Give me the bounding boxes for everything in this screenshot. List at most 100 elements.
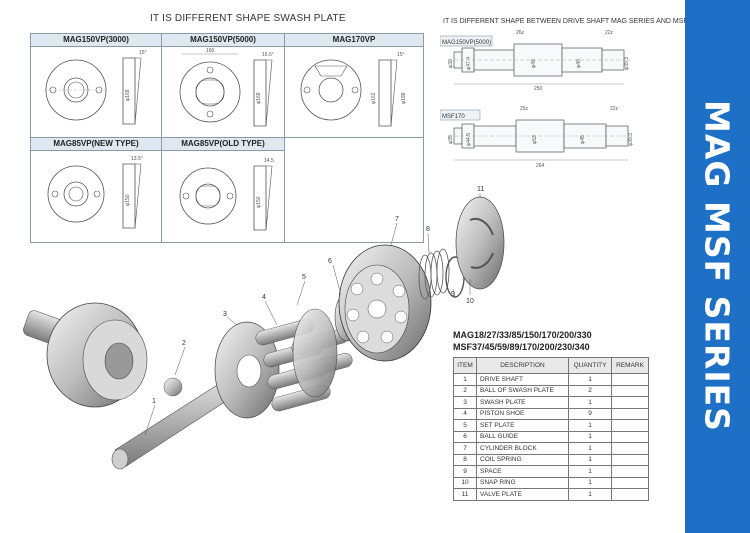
callout-7: 7 xyxy=(395,216,399,223)
callout-10: 10 xyxy=(466,298,474,305)
shaft-mag-d1: φ30 xyxy=(448,59,454,68)
swash-plate-title: IT IS DIFFERENT SHAPE SWASH PLATE xyxy=(150,13,346,24)
shaft-mag-spline-right: 22z xyxy=(605,30,614,36)
valve-plate-image xyxy=(455,196,505,290)
swash-cell-1: MAG150VP(3000) 15° φ168 xyxy=(31,34,162,138)
quantity-cell: 1 xyxy=(568,430,612,443)
callout-4: 4 xyxy=(262,294,266,301)
swash-dia-1: φ168 xyxy=(125,89,131,101)
swash-plate-drawing-1: 15° φ168 xyxy=(44,50,147,125)
swash-plate-drawing-2: 160 16.5° φ168 xyxy=(179,48,274,127)
col-quantity: QUANTITY xyxy=(568,357,612,374)
item-cell: 11 xyxy=(453,488,477,501)
shaft-msf-d5: φ39.3 xyxy=(628,133,634,146)
remark-cell xyxy=(611,407,649,420)
swash-cell-4: MAG85VP(NEW TYPE) 13.5° φ150 xyxy=(31,138,162,242)
item-cell: 3 xyxy=(453,396,477,409)
shaft-mag-d2: φ47.4 xyxy=(466,57,472,70)
swash-cell-4-title: MAG85VP(NEW TYPE) xyxy=(31,138,161,151)
callout-8: 8 xyxy=(426,226,430,233)
quantity-cell: 1 xyxy=(568,453,612,466)
shaft-msf-d3: φ53 xyxy=(532,135,538,144)
shaft-mag-spline-left: 26z xyxy=(516,30,525,36)
set-plate-image xyxy=(292,308,338,398)
quantity-cell: 1 xyxy=(568,465,612,478)
item-cell: 2 xyxy=(453,384,477,397)
cylinder-block-image xyxy=(338,244,432,362)
remark-cell xyxy=(611,384,649,397)
description-cell: SNAP RING xyxy=(476,476,569,489)
swash-angle-3: 15° xyxy=(397,52,405,58)
swash-angle-4: 13.5° xyxy=(131,156,143,162)
callout-1: 1 xyxy=(152,398,156,405)
description-cell: CYLINDER BLOCK xyxy=(476,442,569,455)
swash-cell-5-title: MAG85VP(OLD TYPE) xyxy=(162,138,284,151)
swash-cell-1-title: MAG150VP(3000) xyxy=(31,34,161,47)
item-cell: 10 xyxy=(453,476,477,489)
quantity-cell: 1 xyxy=(568,476,612,489)
drive-shaft-drawings: MAG150VP(5000) 26z 22z φ30 φ47.4 φ49 φ40… xyxy=(440,30,634,169)
remark-cell xyxy=(611,430,649,443)
shaft-msf-spline-right: 22z xyxy=(610,106,619,112)
quantity-cell: 1 xyxy=(568,419,612,432)
description-cell: COIL SPRING xyxy=(476,453,569,466)
description-cell: DRIVE SHAFT xyxy=(476,373,569,386)
shaft-mag-d5: φ39.3 xyxy=(624,57,630,70)
shaft-msf-d4: φ45 xyxy=(580,135,586,144)
assembled-pump-image xyxy=(23,302,148,408)
description-cell: SWASH PLATE xyxy=(476,396,569,409)
item-cell: 5 xyxy=(453,419,477,432)
shaft-mag-d4: φ40 xyxy=(576,59,582,68)
remark-cell xyxy=(611,488,649,501)
quantity-cell: 1 xyxy=(568,373,612,386)
swash-dia2-3: φ188 xyxy=(401,92,407,104)
shaft-mag-length: 250 xyxy=(534,86,543,92)
series-banner xyxy=(685,0,750,533)
item-cell: 6 xyxy=(453,430,477,443)
description-cell: SET PLATE xyxy=(476,419,569,432)
swash-topdim-2: 160 xyxy=(206,48,215,54)
swash-cell-2: MAG150VP(5000) 160 16.5° φ168 xyxy=(162,34,285,138)
item-cell: 4 xyxy=(453,407,477,420)
parts-table-header: ITEM DESCRIPTION QUANTITY REMARK xyxy=(453,357,649,374)
quantity-cell: 9 xyxy=(568,407,612,420)
exploded-parts-view: 1 2 3 4 5 6 7 8 9 10 11 xyxy=(23,186,505,470)
shaft-msf-d2: φ44.5 xyxy=(466,133,472,146)
callout-11: 11 xyxy=(477,186,484,193)
quantity-cell: 1 xyxy=(568,488,612,501)
remark-cell xyxy=(611,453,649,466)
item-cell: 1 xyxy=(453,373,477,386)
description-cell: SPACE xyxy=(476,465,569,478)
swash-cell-3: MAG170VP 15° φ162 φ188 xyxy=(285,34,423,138)
swash-dia-4: φ150 xyxy=(125,194,131,206)
description-cell: VALVE PLATE xyxy=(476,488,569,501)
swash-angle-1: 15° xyxy=(139,50,147,56)
callout-6: 6 xyxy=(328,258,332,265)
swash-cell-3-title: MAG170VP xyxy=(285,34,423,47)
remark-cell xyxy=(611,419,649,432)
series-banner-text: MAG MSF SERIES xyxy=(697,100,737,432)
swash-plate-drawing-5: 14.5 φ150 xyxy=(179,158,274,231)
swash-plate-drawing-4: 13.5° φ150 xyxy=(47,156,143,229)
remark-cell xyxy=(611,476,649,489)
swash-angle-2: 16.5° xyxy=(262,52,274,58)
description-cell: BALL OF SWASH PLATE xyxy=(476,384,569,397)
shaft-mag-d3: φ49 xyxy=(531,59,537,68)
quantity-cell: 1 xyxy=(568,396,612,409)
shaft-label-mag: MAG150VP(5000) xyxy=(442,40,491,46)
col-item: ITEM xyxy=(453,357,477,374)
remark-cell xyxy=(611,442,649,455)
description-cell: PISTON SHOE xyxy=(476,407,569,420)
remark-cell xyxy=(611,396,649,409)
shaft-msf-d1: φ35 xyxy=(448,135,454,144)
item-cell: 7 xyxy=(453,442,477,455)
callout-3: 3 xyxy=(223,311,227,318)
